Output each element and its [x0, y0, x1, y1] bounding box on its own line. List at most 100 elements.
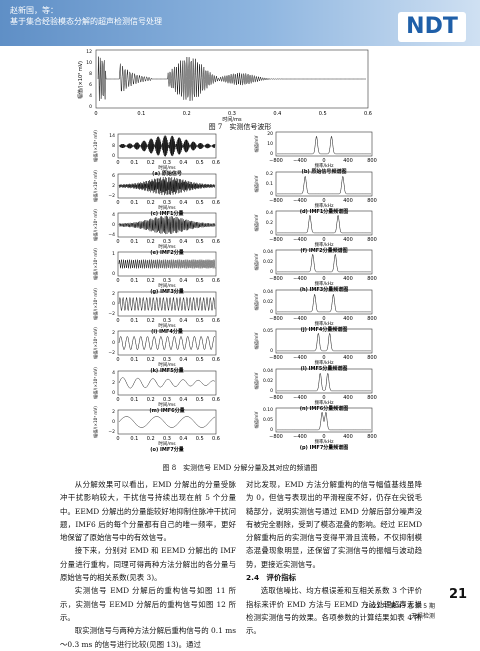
x-tick-label: 0.3 [163, 397, 171, 403]
x-tick-label: 0.3 [163, 357, 171, 363]
y-tick-label: 0 [270, 388, 273, 394]
y-tick-label: 0.04 [263, 368, 273, 374]
y-axis-label: 幅值/(×10³ mV) [92, 406, 99, 438]
x-tick-label: −800 [269, 276, 283, 282]
x-tick-label: 0.5 [196, 200, 204, 206]
x-tick-label: −800 [269, 355, 283, 361]
y-axis-label: 幅值/mV [253, 215, 260, 232]
y-tick-label: 0.04 [263, 249, 273, 255]
plot-frame [117, 133, 217, 159]
y-tick-label: 0.05 [263, 417, 273, 423]
y-axis-label: 幅值/mV [253, 136, 260, 153]
y-axis-label: 幅值/(×10³ mV) [92, 209, 99, 241]
subplot-caption: (c) IMF1分量 [150, 210, 183, 217]
plot-frame [117, 173, 217, 199]
y-tick-label: 0 [270, 269, 273, 275]
x-tick-label: 0.5 [196, 357, 204, 363]
x-tick-label: 0 [322, 355, 325, 361]
plot-frame [95, 49, 369, 109]
fig7-waveform [97, 56, 366, 102]
y-tick-label: 2 [112, 409, 115, 415]
y-tick-label: 0 [270, 427, 273, 433]
x-tick-label: 800 [367, 434, 377, 440]
subplot-caption: (g) IMF3分量 [150, 288, 184, 295]
y-axis-label: 幅值/mV [253, 373, 260, 390]
y-tick-label: 0.2 [266, 220, 273, 226]
x-axis-label: 时间/ms [158, 164, 176, 171]
x-tick-label: 0.4 [179, 357, 187, 363]
y-tick-label: 20 [267, 131, 273, 137]
x-tick-label: 0 [116, 200, 119, 206]
plot-frame [275, 249, 373, 275]
x-tick-label: −800 [269, 158, 283, 164]
time-waveform [118, 259, 216, 270]
paragraph: 选取信噪比、均方根误差和互相关系数 3 个评价指标来评价 EMD 方法与 EEM… [246, 586, 422, 636]
x-tick-label: 0.6 [212, 200, 220, 206]
y-tick-label: −4 [108, 232, 115, 238]
paragraph: 接下来，分别对 EMD 和 EEMD 分解出的 IMF 分量进行重构，同理可得两… [60, 546, 236, 583]
subplot-caption: (p) IMF7分量频谱图 [300, 444, 349, 451]
plot-frame [117, 251, 217, 277]
plot-frame [117, 212, 217, 238]
x-tick-label: 0 [322, 316, 325, 322]
y-axis-label: 幅值/mV [253, 294, 260, 311]
y-tick-label: 10 [267, 141, 273, 147]
x-tick-label: 0.3 [163, 239, 171, 245]
x-tick-label: 0.3 [163, 160, 171, 166]
x-tick-label: −400 [293, 237, 307, 243]
y-tick-label: 8 [112, 143, 115, 149]
y-tick-label: 4 [112, 370, 115, 376]
x-tick-label: 0.1 [130, 357, 138, 363]
plot-frame [275, 407, 373, 433]
y-tick-label: 0.10 [263, 407, 273, 413]
x-tick-label: 0.5 [196, 160, 204, 166]
x-tick-label: 800 [367, 316, 377, 322]
y-tick-label: 0 [270, 230, 273, 236]
y-tick-label: 0 [270, 191, 273, 197]
x-axis-label: 频率/kHz [315, 162, 335, 169]
x-tick-label: 800 [367, 158, 377, 164]
x-tick-label: 0.6 [212, 436, 220, 442]
x-tick-label: −800 [269, 434, 283, 440]
x-tick-label: −800 [269, 198, 283, 204]
paragraph: 实测信号 EMD 分解后的重构信号如图 11 所示，实测信号 EEMD 分解后的… [60, 586, 236, 622]
x-tick-label: 0.5 [319, 111, 327, 117]
y-tick-label: 0.02 [263, 259, 273, 265]
y-tick-label: 0 [112, 419, 115, 425]
y-tick-label: 14 [109, 133, 115, 139]
time-waveform [118, 296, 216, 312]
y-tick-label: 0.2 [266, 171, 273, 177]
y-tick-label: 2 [112, 330, 115, 336]
y-tick-label: 0.4 [266, 210, 273, 216]
header-title: 基于集合经验模态分解的超声检测信号处理 [10, 17, 162, 26]
plot-frame [275, 171, 373, 197]
x-tick-label: 400 [343, 316, 353, 322]
plot-frame [275, 210, 373, 236]
x-tick-label: 0.4 [179, 160, 187, 166]
x-tick-label: 0.2 [147, 278, 155, 284]
y-tick-label: 6 [112, 173, 115, 179]
x-tick-label: 0.6 [212, 239, 220, 245]
y-axis-label: 幅值/(×10³ mV) [77, 61, 84, 99]
x-tick-label: 400 [343, 434, 353, 440]
x-tick-label: 0.1 [130, 200, 138, 206]
y-tick-label: −2 [108, 350, 115, 356]
x-tick-label: 0.6 [364, 111, 372, 117]
y-tick-label: −2 [108, 311, 115, 317]
y-tick-label: 0 [112, 390, 115, 396]
x-tick-label: −400 [293, 395, 307, 401]
x-tick-label: 0.4 [179, 239, 187, 245]
x-tick-label: 800 [367, 198, 377, 204]
x-tick-label: 400 [343, 395, 353, 401]
x-axis-label: 频率/kHz [315, 202, 335, 209]
subplot-caption: (d) IMF1分量频谱图 [300, 208, 349, 215]
y-axis-label: 幅值/(×10³ mV) [92, 130, 99, 162]
x-tick-label: 0.5 [196, 278, 204, 284]
x-tick-label: 0.3 [228, 111, 236, 117]
x-tick-label: 0 [322, 276, 325, 282]
x-tick-label: 0 [116, 436, 119, 442]
x-tick-label: 0 [322, 158, 325, 164]
x-tick-label: −400 [293, 355, 307, 361]
x-tick-label: 0.2 [147, 397, 155, 403]
subplot-caption: (l) IMF5分量频谱图 [301, 365, 348, 372]
